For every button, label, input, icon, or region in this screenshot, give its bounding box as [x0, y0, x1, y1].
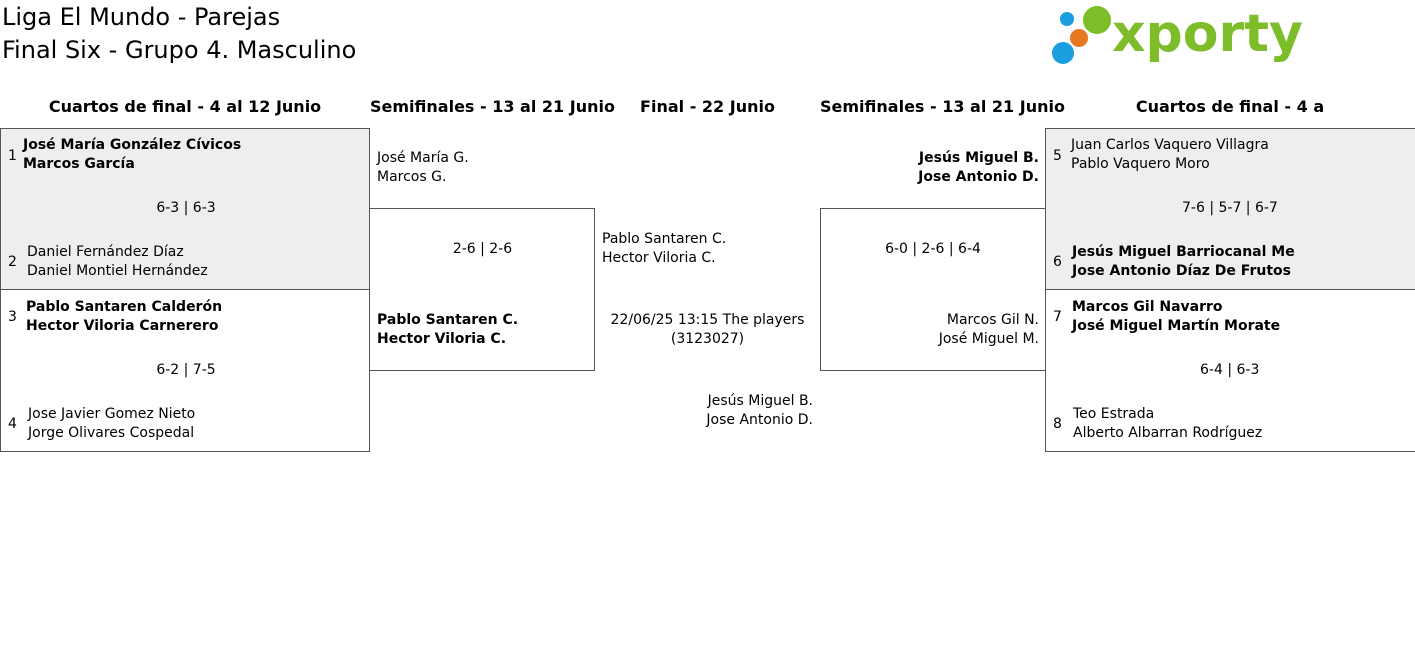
seed-number: 3: [8, 309, 17, 325]
player-name: Pablo Santaren Calderón: [26, 299, 223, 315]
player-name: Pablo Vaquero Moro: [1071, 156, 1210, 172]
col-head-qf-left: Cuartos de final - 4 al 12 Junio: [48, 97, 322, 116]
col-head-final: Final - 22 Junio: [640, 97, 775, 116]
page-title: Liga El Mundo - Parejas: [2, 3, 281, 31]
seed-number: 1: [8, 148, 17, 164]
player-name: Hector Viloria C.: [377, 331, 507, 347]
player-name: José Miguel M.: [938, 331, 1039, 347]
match-score: 6-3 | 6-3: [156, 200, 216, 216]
player-name: Daniel Fernández Díaz: [27, 244, 184, 260]
player-name: Jose Javier Gomez Nieto: [28, 406, 196, 422]
player-name: Marcos Gil N.: [946, 312, 1039, 328]
logo-dot-blue-small: [1060, 12, 1074, 26]
player-name: Daniel Montiel Hernández: [27, 263, 208, 279]
player-name: Pablo Santaren C.: [377, 312, 519, 328]
player-name: Hector Viloria Carnerero: [26, 318, 219, 334]
seed-number: 5: [1053, 148, 1062, 164]
match-schedule: 22/06/25 13:15 The players: [610, 312, 805, 328]
player-name: Hector Viloria C.: [602, 250, 716, 266]
match-qf-right-1: 5 Juan Carlos Vaquero Villagra Pablo Vaq…: [1045, 128, 1415, 290]
player-name: Jose Antonio Díaz De Frutos: [1072, 263, 1291, 279]
seed-number: 8: [1053, 416, 1062, 432]
seed-number: 6: [1053, 254, 1062, 270]
seed-number: 4: [8, 416, 17, 432]
player-name: Marcos G.: [377, 169, 447, 185]
player-name: Jesús Miguel B.: [707, 393, 813, 409]
qf-right-column: 5 Juan Carlos Vaquero Villagra Pablo Vaq…: [1045, 128, 1415, 452]
xporty-logo: xporty: [1050, 2, 1303, 68]
col-head-qf-right: Cuartos de final - 4 a: [1135, 97, 1325, 116]
player-name: José María González Cívicos: [23, 137, 242, 153]
logo-text: xporty: [1112, 4, 1303, 64]
match-final: Pablo Santaren C. Hector Viloria C. 22/0…: [595, 208, 820, 438]
match-qf-right-2: 7 Marcos Gil Navarro José Miguel Martín …: [1045, 289, 1415, 452]
logo-dot-green: [1083, 6, 1111, 34]
page-subtitle: Final Six - Grupo 4. Masculino: [2, 36, 357, 64]
player-name: Jesús Miguel Barriocanal Me: [1072, 244, 1295, 260]
seed-number: 7: [1053, 309, 1062, 325]
player-name: Alberto Albarran Rodríguez: [1073, 425, 1263, 441]
player-name: Marcos Gil Navarro: [1072, 299, 1223, 315]
player-name: Juan Carlos Vaquero Villagra: [1071, 137, 1269, 153]
match-qf-left-2: 3 Pablo Santaren Calderón Hector Viloria…: [0, 289, 370, 452]
match-score: 6-2 | 7-5: [156, 362, 216, 378]
logo-dot-blue: [1052, 42, 1074, 64]
match-score: 6-4 | 6-3: [1200, 362, 1260, 378]
player-name: Jose Antonio D.: [918, 169, 1039, 185]
player-name: Jorge Olivares Cospedal: [28, 425, 195, 441]
player-name: Jose Antonio D.: [706, 412, 813, 428]
col-head-sf-left: Semifinales - 13 al 21 Junio: [370, 97, 615, 116]
match-score: 2-6 | 2-6: [452, 241, 513, 257]
logo-dot-orange: [1070, 29, 1088, 47]
player-name: José Miguel Martín Morate: [1072, 318, 1281, 334]
player-name: Pablo Santaren C.: [602, 231, 727, 247]
seed-number: 2: [8, 254, 17, 270]
match-score: 7-6 | 5-7 | 6-7: [1182, 200, 1278, 216]
player-name: Marcos García: [23, 156, 135, 172]
match-score: 6-0 | 2-6 | 6-4: [885, 241, 981, 257]
sf-right-bracket: [820, 208, 1046, 371]
player-name: Jesús Miguel B.: [918, 150, 1039, 166]
col-head-sf-right: Semifinales - 13 al 21 Junio: [820, 97, 1065, 116]
sf-left-bracket: [370, 208, 595, 371]
match-code: (3123027): [670, 331, 745, 347]
match-qf-left-1: 1 José María González Cívicos Marcos Gar…: [0, 128, 370, 290]
match-sf-left: José María G. Marcos G. 2-6 | 2-6 Pablo …: [370, 128, 595, 371]
player-name: Teo Estrada: [1073, 406, 1155, 422]
player-name: José María G.: [377, 150, 469, 166]
match-sf-right: Jesús Miguel B. Jose Antonio D. 6-0 | 2-…: [820, 128, 1046, 371]
